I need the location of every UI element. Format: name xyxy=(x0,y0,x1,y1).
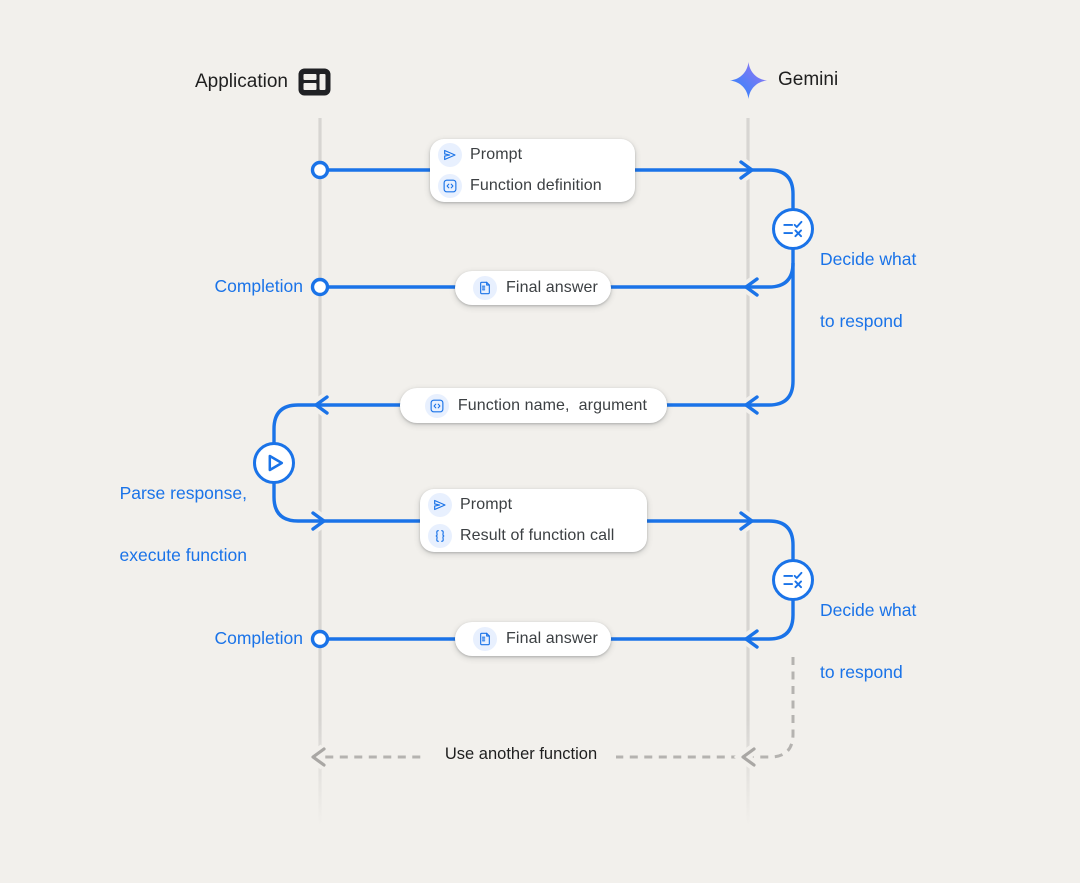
message-row: Function definition xyxy=(438,174,635,198)
message-box-function-name-argument: Function name, argument xyxy=(400,388,667,423)
message-row: Prompt xyxy=(428,493,647,517)
message-box-final-answer-1: Final answer xyxy=(455,271,611,305)
arrowhead-left-icon xyxy=(311,747,326,767)
rule-icon xyxy=(783,220,803,238)
message-row: Final answer xyxy=(473,276,598,300)
application-label: Application xyxy=(195,71,288,92)
gemini-label: Gemini xyxy=(778,69,839,90)
message-row: Final answer xyxy=(473,627,598,651)
document-icon xyxy=(473,627,498,651)
gemini-lifeline xyxy=(746,118,750,826)
message-label: Prompt xyxy=(460,496,513,513)
decide-line-2: to respond xyxy=(820,661,903,682)
use-another-function-label: Use another function xyxy=(426,745,616,764)
decide-node-2 xyxy=(772,559,814,601)
use-another-function-dashed-line xyxy=(320,657,795,759)
code-block-icon xyxy=(438,174,462,198)
message-box-prompt-function-definition: Prompt Function definition xyxy=(430,139,635,202)
message-label: Function definition xyxy=(470,177,602,194)
message-label: Final answer xyxy=(506,630,598,647)
send-icon xyxy=(438,143,462,167)
arrowhead-right-icon xyxy=(739,511,754,531)
message-label: Result of function call xyxy=(460,527,615,544)
completion-label: Completion xyxy=(214,628,303,648)
arrowheads xyxy=(311,160,759,649)
message-row: Result of function call xyxy=(428,524,647,548)
play-icon xyxy=(268,454,284,472)
message-origin-circle xyxy=(310,160,330,180)
message-row: Function name, argument xyxy=(424,393,648,418)
arrowhead-right-icon xyxy=(739,160,754,180)
arrowhead-left-icon xyxy=(744,395,759,415)
completion-origin-circle xyxy=(310,629,330,649)
decide-line-2: to respond xyxy=(820,310,903,331)
arrowhead-right-icon xyxy=(311,511,326,531)
completion-label: Completion xyxy=(214,276,303,296)
completion-origin-circle xyxy=(310,277,330,297)
dashed-arrowheads xyxy=(311,747,756,767)
message-box-final-answer-2: Final answer xyxy=(455,622,611,656)
braces-icon xyxy=(428,524,452,548)
arrowhead-left-icon xyxy=(314,395,329,415)
arrowhead-left-icon xyxy=(744,277,759,297)
application-window-icon xyxy=(298,68,331,96)
gemini-header: Gemini xyxy=(729,60,838,100)
message-label: Function name, argument xyxy=(457,396,648,414)
rule-icon xyxy=(783,571,803,589)
application-header: Application xyxy=(195,67,331,97)
send-icon xyxy=(428,493,452,517)
decide-node-1 xyxy=(772,208,814,250)
parse-line-2: execute function xyxy=(119,544,247,565)
decide-what-to-respond-label: Decide what to respond xyxy=(820,559,916,723)
message-box-prompt-result: Prompt Result of function call xyxy=(420,489,647,552)
decide-line-1: Decide what xyxy=(820,600,917,620)
code-block-icon xyxy=(424,393,449,418)
parse-execute-node xyxy=(253,442,295,484)
message-label: Prompt xyxy=(470,146,523,163)
decide-line-1: Decide what xyxy=(820,249,917,269)
parse-execute-label: Parse response, execute function xyxy=(120,442,247,606)
gemini-star-icon xyxy=(729,61,768,99)
message-label: Final answer xyxy=(506,279,598,296)
parse-line-1: Parse response, xyxy=(119,483,247,503)
message-row: Prompt xyxy=(438,143,635,167)
document-icon xyxy=(473,276,498,300)
arrowhead-left-icon xyxy=(741,747,756,767)
arrowhead-left-icon xyxy=(744,629,759,649)
decide-what-to-respond-label: Decide what to respond xyxy=(820,208,916,372)
final-answer-1-line xyxy=(329,262,795,289)
line-halos xyxy=(268,157,799,770)
application-lifeline xyxy=(318,118,322,826)
